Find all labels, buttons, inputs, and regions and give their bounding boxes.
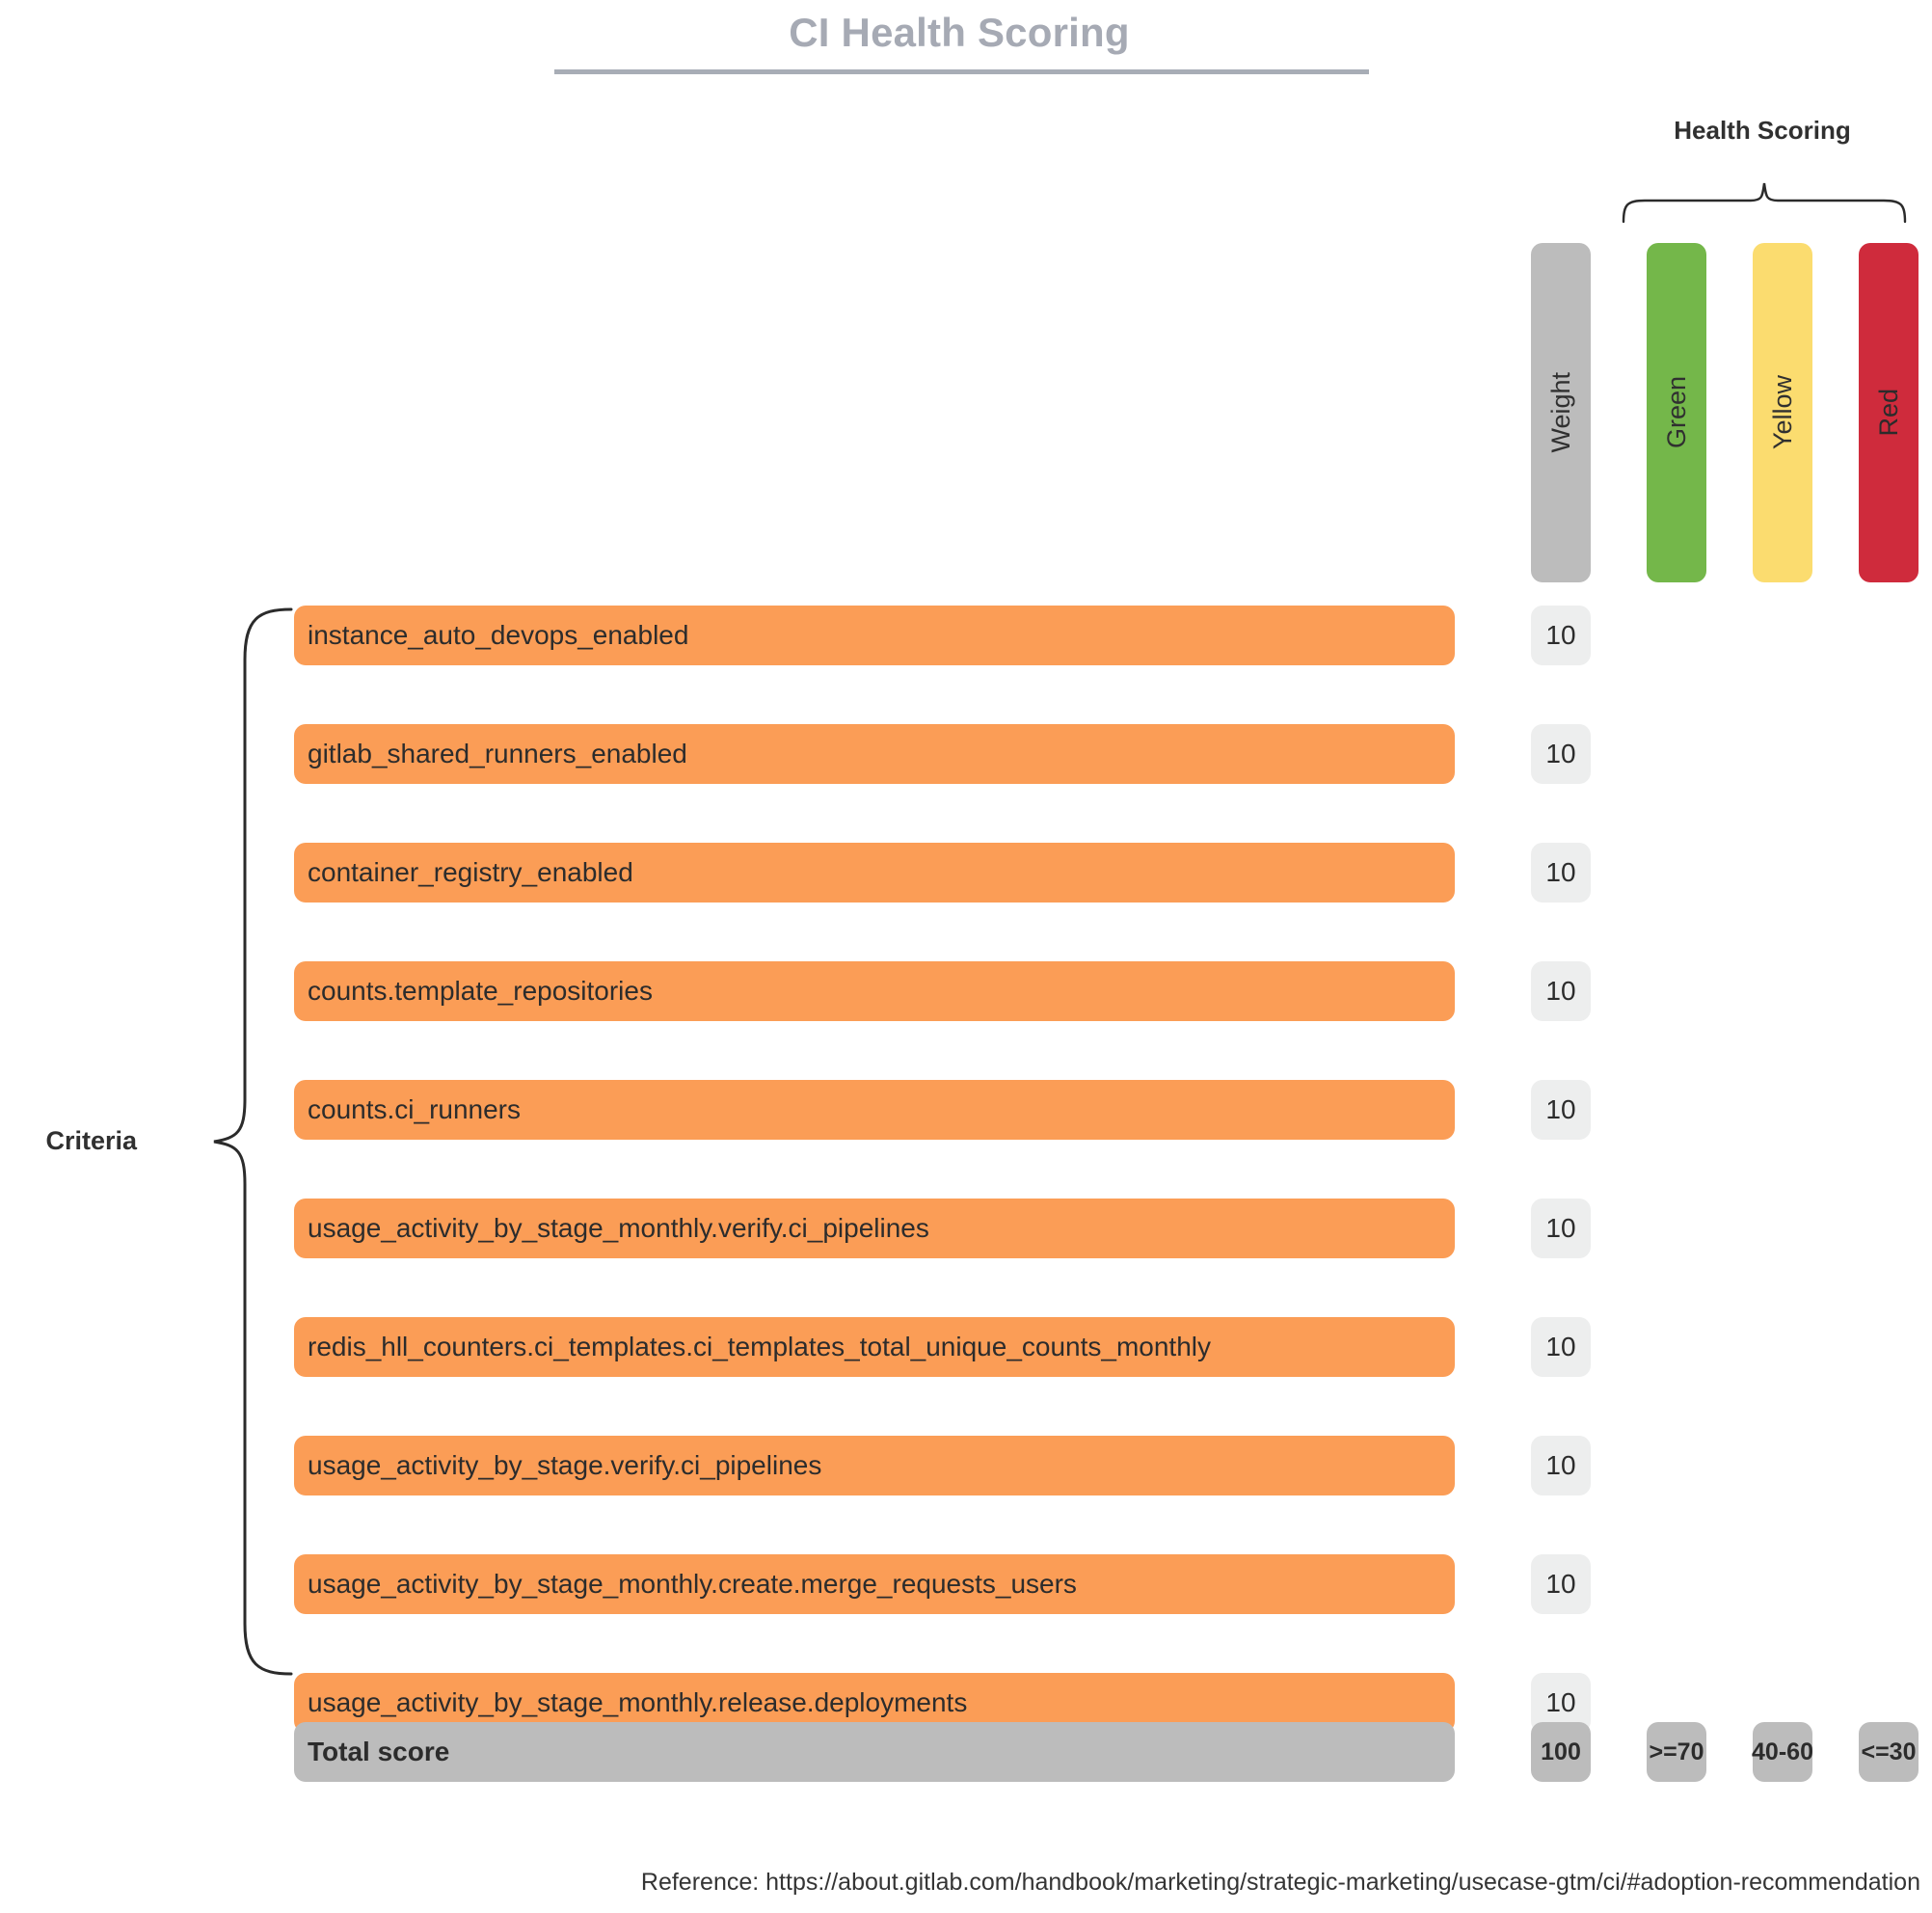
criterion-bar: usage_activity_by_stage_monthly.create.m… [294, 1554, 1455, 1614]
criterion-label: usage_activity_by_stage_monthly.verify.c… [308, 1213, 929, 1243]
criterion-label: redis_hll_counters.ci_templates.ci_templ… [308, 1332, 1212, 1361]
criterion-label: container_registry_enabled [308, 857, 633, 887]
criteria-row: usage_activity_by_stage.verify.ci_pipeli… [0, 1436, 1932, 1495]
criterion-label: usage_activity_by_stage.verify.ci_pipeli… [308, 1450, 822, 1480]
criteria-row: counts.template_repositories 10 [0, 961, 1932, 1021]
criteria-brace-icon [213, 607, 293, 1676]
criteria-row: instance_auto_devops_enabled 10 [0, 606, 1932, 665]
criterion-label: usage_activity_by_stage_monthly.create.m… [308, 1569, 1077, 1599]
criterion-label: counts.template_repositories [308, 976, 653, 1006]
page-title: CI Health Scoring [789, 10, 1130, 55]
legend-label-green: Green [1661, 376, 1691, 449]
legend-label-red: Red [1873, 389, 1903, 437]
total-yellow-threshold-badge: 40-60 [1752, 1722, 1813, 1782]
legend-column-green: Green [1647, 243, 1706, 582]
legend-column-yellow: Yellow [1753, 243, 1812, 582]
legend-column-red: Red [1859, 243, 1919, 582]
health-scoring-group-label: Health Scoring [1674, 116, 1851, 145]
criterion-label: usage_activity_by_stage_monthly.release.… [308, 1687, 968, 1717]
health-scoring-brace-icon [1622, 182, 1907, 224]
criteria-row: usage_activity_by_stage_monthly.create.m… [0, 1554, 1932, 1614]
total-red-threshold-badge: <=30 [1859, 1722, 1919, 1782]
criterion-bar: usage_activity_by_stage.verify.ci_pipeli… [294, 1436, 1455, 1495]
legend-column-weight: Weight [1531, 243, 1591, 582]
criterion-weight-badge: 10 [1531, 1436, 1591, 1495]
criterion-bar: gitlab_shared_runners_enabled [294, 724, 1455, 784]
total-green-threshold-badge: >=70 [1647, 1722, 1706, 1782]
legend-label-weight: Weight [1545, 372, 1575, 453]
criteria-row: container_registry_enabled 10 [0, 843, 1932, 903]
criteria-row: redis_hll_counters.ci_templates.ci_templ… [0, 1317, 1932, 1377]
legend-label-yellow: Yellow [1767, 375, 1797, 450]
criterion-label: counts.ci_runners [308, 1094, 522, 1124]
criterion-bar: container_registry_enabled [294, 843, 1455, 903]
title-underline [554, 69, 1369, 74]
criteria-group-label: Criteria [45, 1126, 137, 1155]
criterion-weight-badge: 10 [1531, 1199, 1591, 1258]
criteria-row: usage_activity_by_stage_monthly.verify.c… [0, 1199, 1932, 1258]
criterion-weight-badge: 10 [1531, 724, 1591, 784]
criterion-weight-badge: 10 [1531, 606, 1591, 665]
total-score-label: Total score [308, 1737, 450, 1766]
criteria-row: counts.ci_runners 10 [0, 1080, 1932, 1140]
criterion-bar: usage_activity_by_stage_monthly.verify.c… [294, 1199, 1455, 1258]
criterion-bar: redis_hll_counters.ci_templates.ci_templ… [294, 1317, 1455, 1377]
criterion-bar: instance_auto_devops_enabled [294, 606, 1455, 665]
criterion-weight-badge: 10 [1531, 1317, 1591, 1377]
total-score-row: Total score 100 >=70 40-60 <=30 [0, 1722, 1932, 1782]
total-score-bar: Total score [294, 1722, 1455, 1782]
criterion-weight-badge: 10 [1531, 1554, 1591, 1614]
criteria-row: gitlab_shared_runners_enabled 10 [0, 724, 1932, 784]
criterion-label: instance_auto_devops_enabled [308, 620, 689, 650]
criterion-bar: counts.ci_runners [294, 1080, 1455, 1140]
criterion-label: gitlab_shared_runners_enabled [308, 739, 687, 768]
criterion-bar: counts.template_repositories [294, 961, 1455, 1021]
reference-footnote: Reference: https://about.gitlab.com/hand… [640, 1869, 1920, 1896]
criterion-weight-badge: 10 [1531, 1080, 1591, 1140]
criterion-weight-badge: 10 [1531, 961, 1591, 1021]
total-weight-badge: 100 [1531, 1722, 1591, 1782]
criterion-weight-badge: 10 [1531, 843, 1591, 903]
